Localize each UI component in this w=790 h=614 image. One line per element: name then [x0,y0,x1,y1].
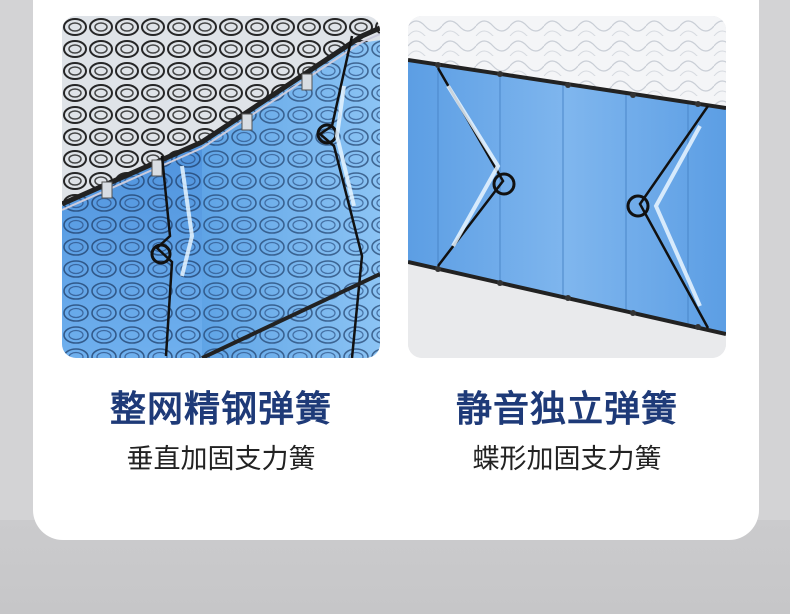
feature-subtitle-left: 垂直加固支力簧 [126,444,316,475]
pocket-spring-image [408,16,726,358]
feature-subtitle-right: 蝶形加固支力簧 [472,444,662,475]
pocket-spring-illustration [408,16,726,358]
feature-title-right: 静音独立弹簧 [455,389,678,430]
feature-title-left: 整网精钢弹簧 [109,389,332,430]
spring-mesh-image [62,16,380,358]
interlinked-spring-mesh-illustration [62,16,380,358]
